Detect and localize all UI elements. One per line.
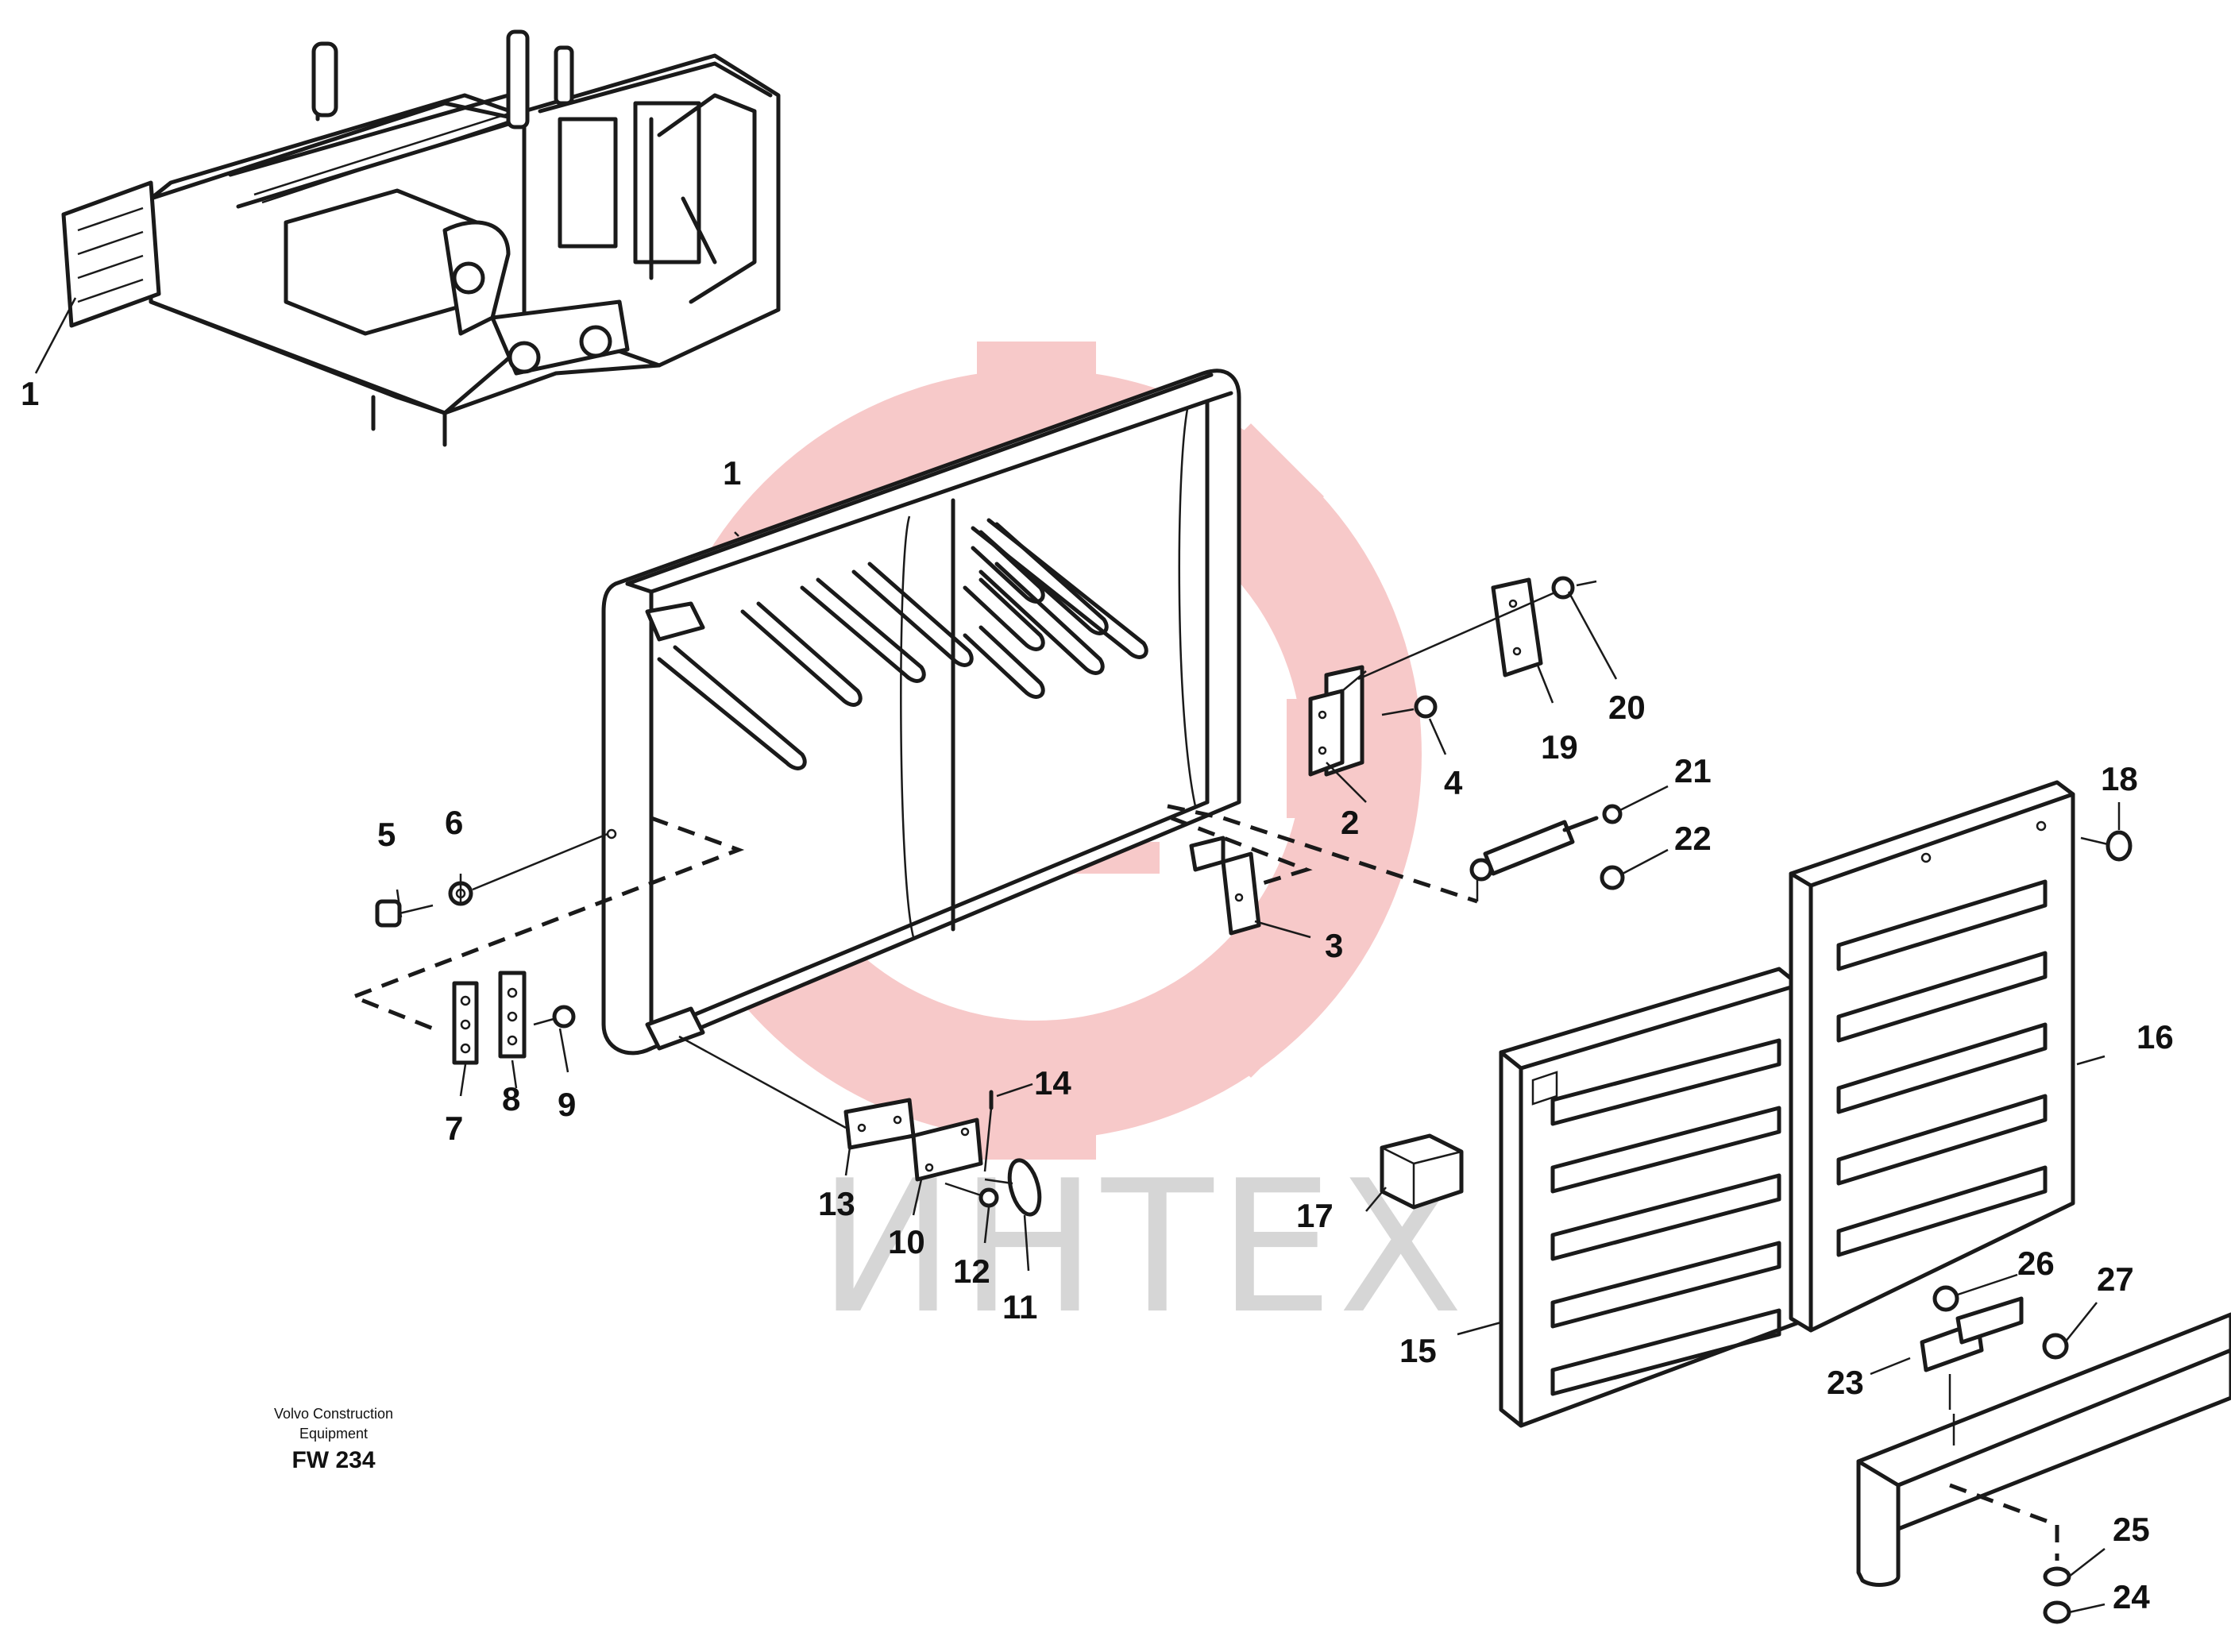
manufacturer-line-2: Equipment — [299, 1426, 369, 1442]
screw-part-12 — [944, 1182, 999, 1208]
nut-part-24 — [2043, 1600, 2071, 1624]
callout-1-overview: 1 — [21, 375, 39, 412]
callout-19: 19 — [1541, 728, 1578, 766]
louvered-panel-16 — [1789, 780, 2075, 1333]
callout-16: 16 — [2136, 1018, 2174, 1056]
callout-14: 14 — [1034, 1064, 1071, 1102]
pin-part-14 — [983, 1090, 994, 1172]
callout-5: 5 — [377, 816, 396, 853]
screw-part-9 — [533, 1005, 576, 1029]
diagram-code: FW 234 — [291, 1447, 376, 1473]
callout-6: 6 — [445, 804, 463, 841]
washer-part-25 — [2043, 1566, 2071, 1587]
nut-part-20 — [1551, 576, 1597, 600]
bolt-part-26 — [1932, 1285, 1959, 1312]
callout-labels: 1 1 2 3 4 5 6 7 8 9 10 11 12 13 14 15 16… — [21, 375, 2174, 1615]
callout-2: 2 — [1341, 804, 1359, 841]
plate-part-8 — [498, 971, 527, 1059]
callout-10: 10 — [888, 1223, 925, 1260]
callout-22: 22 — [1674, 820, 1712, 857]
gas-strut-part-21 — [1469, 804, 1623, 901]
leader-lines — [396, 531, 2121, 1614]
nut-part-22 — [1600, 865, 1625, 890]
callout-4: 4 — [1444, 764, 1463, 801]
bracket-part-23 — [1920, 1296, 2024, 1410]
manufacturer-note: Volvo Construction Equipment FW 234 — [191, 1406, 477, 1474]
callout-20: 20 — [1608, 689, 1646, 726]
callout-26: 26 — [2017, 1245, 2055, 1282]
block-part-17 — [1380, 1133, 1464, 1210]
excavator-overview — [34, 29, 781, 447]
callout-3: 3 — [1325, 927, 1343, 964]
panel-15-louvers — [1550, 1038, 1781, 1396]
callout-25: 25 — [2113, 1511, 2150, 1548]
callout-24: 24 — [2113, 1578, 2150, 1615]
callout-11: 11 — [1002, 1288, 1037, 1326]
knob-part-11 — [984, 1158, 1042, 1217]
nut-part-27 — [2042, 1333, 2069, 1360]
bracket-part-19 — [1491, 577, 1543, 677]
callout-15: 15 — [1399, 1332, 1437, 1369]
callout-21: 21 — [1674, 752, 1712, 789]
callout-12: 12 — [953, 1253, 990, 1290]
callout-18: 18 — [2101, 760, 2138, 797]
callout-13: 13 — [818, 1185, 855, 1222]
callout-27: 27 — [2097, 1260, 2134, 1298]
hinge-part-2 — [1308, 665, 1367, 777]
frame-slats — [657, 518, 1148, 770]
pin-part-18 — [2080, 830, 2133, 862]
manufacturer-line-1: Volvo Construction — [273, 1406, 394, 1422]
callout-23: 23 — [1827, 1364, 1864, 1401]
callout-17: 17 — [1296, 1197, 1334, 1234]
rail-channel — [1856, 1312, 2231, 1587]
callout-1-frame: 1 — [723, 454, 741, 492]
callout-9: 9 — [558, 1086, 576, 1123]
callout-7: 7 — [445, 1110, 463, 1147]
plate-part-7 — [452, 981, 479, 1065]
louvered-panel-15 — [1499, 967, 1801, 1428]
screw-part-4 — [1381, 695, 1438, 719]
plate-part-3 — [1189, 836, 1261, 936]
plate-part-13 — [843, 1098, 916, 1150]
plate-part-10 — [911, 1117, 983, 1182]
main-door-frame — [601, 369, 1241, 1056]
panel-16-louvers — [1836, 879, 2048, 1257]
bolt-part-5 — [375, 899, 434, 928]
callout-8: 8 — [502, 1080, 520, 1117]
